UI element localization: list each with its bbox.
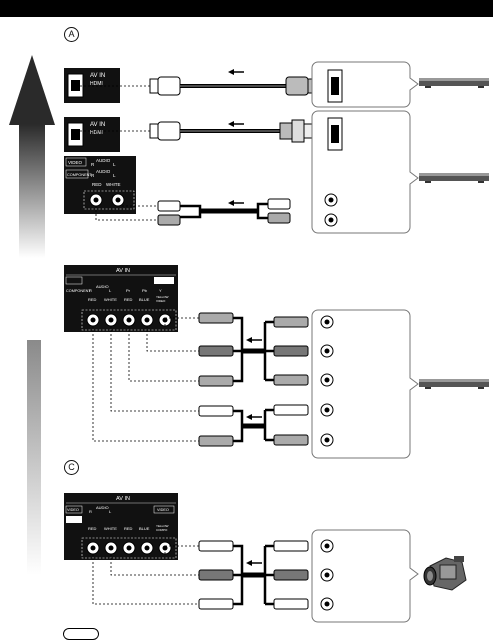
section-a-marker: A	[64, 27, 79, 42]
composite-panel: VIDEO COMPONENT AUDIO R L AUDIO R L RED …	[64, 156, 136, 214]
component-cables	[198, 312, 309, 447]
hdmi-1-label: HDMI	[90, 81, 103, 87]
component-label: COMPONENT	[67, 173, 92, 177]
camcorder-icon	[423, 556, 467, 591]
c-video-right-label: VIDEO	[157, 508, 169, 512]
device-box-3	[311, 309, 419, 459]
c-audio-label: AUDIO	[96, 505, 109, 510]
c-cables	[198, 540, 309, 610]
c-avin-label: AV IN	[116, 496, 130, 502]
device-box-4	[311, 529, 419, 623]
left-arrow-icon	[228, 69, 244, 75]
comp-blue-label: BLUE	[139, 297, 150, 302]
hdmi-2-label: HDMI	[90, 130, 103, 136]
comp-avin-label: AV IN	[116, 268, 130, 274]
c-l-label: L	[109, 509, 112, 514]
hdmi-dvi-cable	[149, 119, 315, 143]
hdmi-cable-1	[149, 76, 317, 96]
dvd-player-icon	[419, 379, 489, 389]
hdmi-panel-2: AV IN HDMI	[64, 117, 120, 152]
c-video-left-label: VIDEO	[67, 508, 79, 512]
comp-r-label: R	[89, 288, 92, 293]
left-arrow-icon	[228, 200, 244, 206]
white-label: WHITE	[106, 182, 121, 187]
section-c-marker: C	[64, 460, 79, 475]
comp-l-label: L	[109, 288, 112, 293]
c-red-label: RED	[88, 526, 97, 531]
device-box-1	[311, 61, 419, 108]
audio-label: AUDIO	[96, 158, 111, 163]
c-white-label: WHITE	[104, 526, 117, 531]
c-blue-label: BLUE	[139, 526, 150, 531]
device-box-2	[311, 110, 419, 234]
comp-pb-label: Pb	[142, 288, 148, 293]
audio-label-2: AUDIO	[96, 169, 111, 174]
audio-r-label-2: R	[91, 173, 95, 178]
audio-r-label: R	[91, 162, 95, 167]
dvd-player-icon	[419, 173, 489, 183]
comp-video-label: VIDEO	[156, 299, 166, 303]
c-jacks	[86, 541, 172, 555]
video-label: VIDEO	[68, 160, 83, 165]
hdmi-2-avin-label: AV IN	[90, 122, 105, 128]
section-c-label: C	[68, 462, 75, 472]
comp-white-label: WHITE	[104, 297, 117, 302]
comp-component-label: COMPONENT	[66, 289, 91, 293]
c-red2-label: RED	[124, 526, 133, 531]
left-arrow-icon	[246, 414, 262, 420]
c-r-label: R	[89, 509, 92, 514]
quality-arrow-lower	[27, 340, 41, 575]
hdmi-1-avin-label: AV IN	[90, 73, 105, 79]
dvd-player-icon	[419, 78, 489, 88]
c-yellow-label: YELLOW	[156, 524, 169, 528]
quality-arrow-upper	[9, 55, 55, 258]
section-a-label: A	[68, 29, 75, 39]
comp-pr-label: Pr	[126, 288, 131, 293]
c-compo-label: COMPO	[156, 528, 168, 532]
audio-l-label-2: L	[113, 173, 116, 178]
audio-l-label: L	[113, 162, 116, 167]
header-bar	[0, 0, 493, 17]
note-pill	[63, 628, 99, 640]
comp-red-label: RED	[88, 297, 97, 302]
comp-y-label: Y	[159, 288, 162, 293]
left-arrow-icon	[246, 560, 262, 566]
comp-red2-label: RED	[124, 297, 133, 302]
red-label: RED	[92, 182, 102, 187]
left-arrow-icon	[228, 121, 244, 127]
comp-yellow-label: YELLOW	[156, 295, 169, 299]
audio-cable-pair	[157, 198, 291, 226]
left-arrow-icon	[246, 337, 262, 343]
comp-audio-label: AUDIO	[96, 284, 109, 289]
hdmi-panel-1: AV IN HDMI	[64, 68, 120, 103]
